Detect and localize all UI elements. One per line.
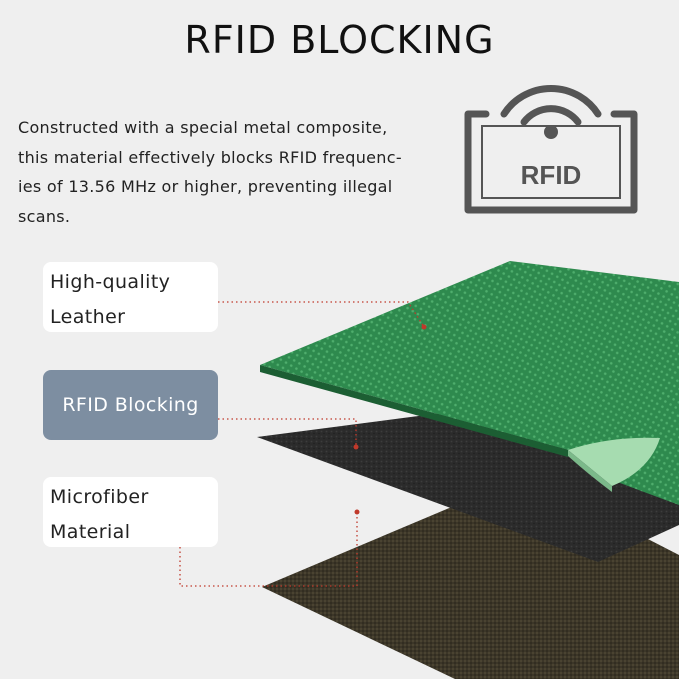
label-line: Material <box>50 521 131 543</box>
connector-rfid <box>218 418 357 447</box>
page-title: RFID BLOCKING <box>184 18 495 62</box>
rfid-logo-icon: RFID <box>464 84 638 214</box>
label-microfiber: Microfiber Material <box>43 477 218 547</box>
description-line: Constructed with a special metal composi… <box>18 118 388 137</box>
peeled-corner <box>568 437 660 486</box>
label-rfid-blocking: RFID Blocking <box>43 370 218 440</box>
leather-layer <box>260 261 679 505</box>
label-leather: High-quality Leather <box>43 262 218 332</box>
description: Constructed with a special metal composi… <box>18 113 418 231</box>
connector-microfiber <box>179 512 358 587</box>
label-line: Microfiber <box>50 486 149 508</box>
description-line: ies of 13.56 MHz or higher, preventing i… <box>18 177 393 196</box>
label-line: Leather <box>50 306 126 328</box>
label-line: High-quality <box>50 271 171 293</box>
description-line: scans. <box>18 206 71 226</box>
description-line: this material effectively blocks RFID fr… <box>18 147 402 167</box>
logo-text: RFID <box>521 160 582 190</box>
connector-leather <box>218 301 425 328</box>
